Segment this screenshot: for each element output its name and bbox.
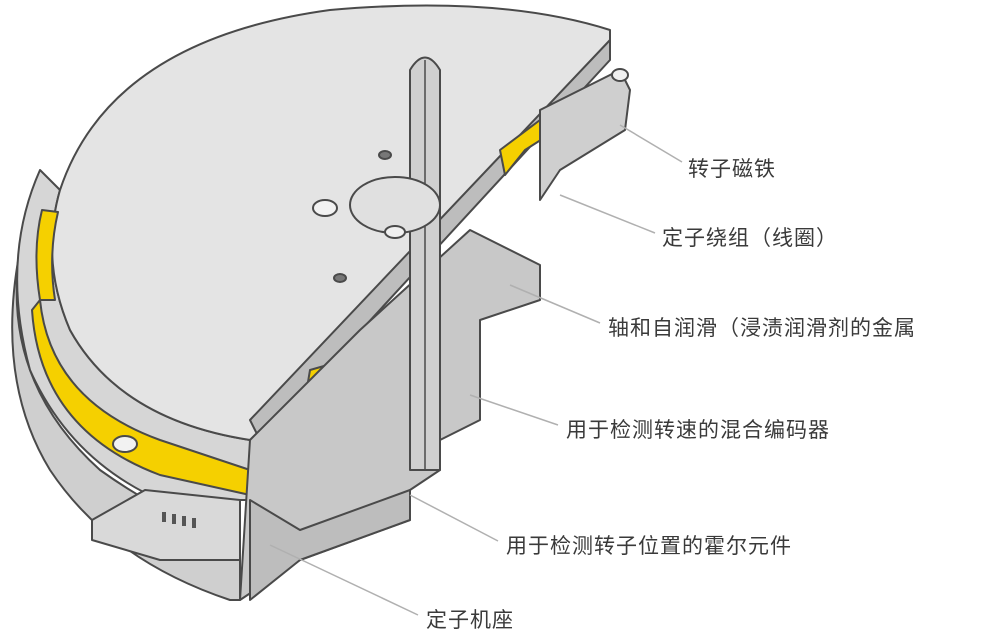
hole-2: [333, 273, 347, 283]
hub-screw: [384, 225, 406, 239]
rotor-top-disc: [51, 4, 611, 441]
label-shaft-bearing: 轴和自润滑（浸渍润滑剂的金属: [608, 316, 916, 340]
leader-frame: [269, 544, 419, 616]
magnet-left-lower: [31, 299, 251, 496]
hole-1: [378, 150, 392, 160]
leader-shaft: [509, 284, 601, 324]
screw-bottom: [112, 435, 138, 453]
stator-base: [249, 489, 411, 601]
label-speed-encoder: 用于检测转速的混合编码器: [566, 418, 830, 442]
magnet-left-upper: [35, 209, 59, 301]
leader-rotor-magnet: [619, 124, 683, 163]
leader-encoder: [469, 394, 559, 426]
label-stator-winding: 定子绕组（线圈）: [662, 226, 838, 250]
leader-stator-winding: [559, 194, 656, 234]
right-cap: [611, 68, 629, 82]
label-hall-sensor: 用于检测转子位置的霍尔元件: [506, 534, 792, 558]
hub: [349, 176, 441, 234]
leader-hall: [409, 494, 499, 542]
screw-left: [312, 199, 338, 217]
label-stator-frame: 定子机座: [426, 608, 514, 632]
label-rotor-magnet: 转子磁铁: [688, 157, 776, 181]
pcb-tab: [91, 489, 241, 561]
